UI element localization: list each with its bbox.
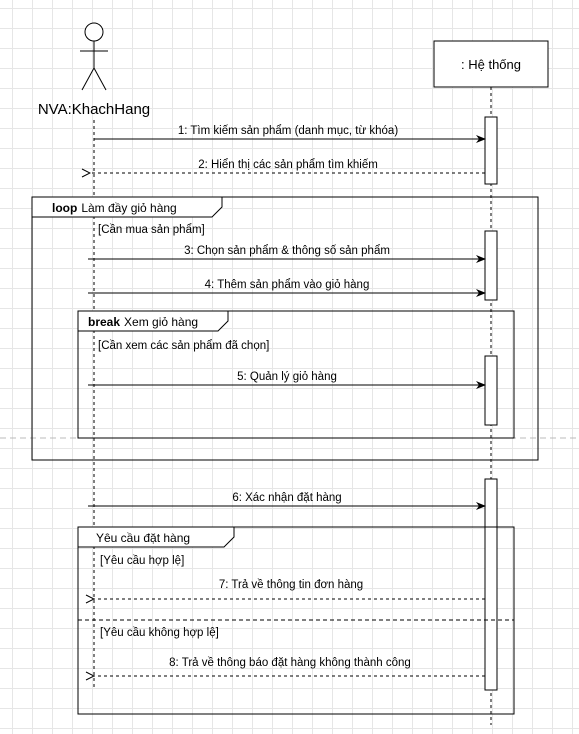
alt-title: Yêu cầu đặt hàng bbox=[96, 531, 190, 545]
message-label: 8: Trả về thông báo đặt hàng không thành… bbox=[169, 657, 411, 669]
loop-guard: [Cần mua sản phẩm] bbox=[98, 224, 205, 236]
loop-title: Làm đầy giỏ hàng bbox=[81, 201, 176, 215]
loop-fragment[interactable]: loop Làm đầy giỏ hàng [Cần mua sản phẩm] bbox=[31, 196, 539, 461]
system-box bbox=[433, 40, 549, 88]
alt-guard-2: [Yêu cầu không hợp lệ] bbox=[100, 627, 219, 639]
actor-label: NVA:KhachHang bbox=[38, 101, 150, 118]
message-label: 7: Trả về thông tin đơn hàng bbox=[219, 579, 363, 591]
break-title: Xem giỏ hàng bbox=[124, 315, 198, 329]
alt-guard-1: [Yêu cầu hợp lệ] bbox=[100, 555, 184, 567]
alt-tab bbox=[77, 526, 235, 548]
message-label: 3: Chọn sản phẩm & thông số sản phẩm bbox=[184, 245, 390, 257]
actor-head-icon bbox=[84, 22, 104, 42]
system[interactable]: : Hệ thống bbox=[433, 40, 549, 88]
break-tab-text: break Xem giỏ hàng bbox=[88, 315, 198, 329]
loop-tab-text: loop Làm đầy giỏ hàng bbox=[52, 201, 177, 215]
message-label: 1: Tìm kiếm sản phẩm (danh mục, từ khóa) bbox=[178, 125, 398, 137]
actor[interactable]: NVA:KhachHang bbox=[38, 22, 150, 118]
loop-tab bbox=[31, 196, 223, 218]
alt-fragment[interactable]: Yêu cầu đặt hàng [Yêu cầu hợp lệ] [Yêu c… bbox=[77, 526, 515, 715]
message-label: 6: Xác nhận đặt hàng bbox=[232, 492, 341, 504]
break-frame bbox=[77, 310, 515, 439]
activation-bar bbox=[484, 116, 498, 185]
break-keyword: break bbox=[88, 315, 120, 329]
system-label: : Hệ thống bbox=[461, 57, 521, 72]
break-fragment[interactable]: break Xem giỏ hàng [Cần xem các sản phẩm … bbox=[77, 310, 515, 439]
activation-bar bbox=[484, 478, 498, 691]
message-label: 4: Thêm sản phẩm vào giỏ hàng bbox=[205, 279, 370, 291]
break-guard: [Cần xem các sản phẩm đã chọn] bbox=[98, 340, 269, 352]
break-tab bbox=[77, 310, 229, 332]
activation-bar bbox=[484, 230, 498, 301]
message-label: 2: Hiển thị các sản phẩm tìm khiếm bbox=[198, 159, 378, 171]
message-label: 5: Quản lý giỏ hàng bbox=[237, 371, 337, 383]
activation-bar bbox=[484, 355, 498, 426]
loop-keyword: loop bbox=[52, 201, 77, 215]
loop-frame bbox=[31, 196, 539, 461]
